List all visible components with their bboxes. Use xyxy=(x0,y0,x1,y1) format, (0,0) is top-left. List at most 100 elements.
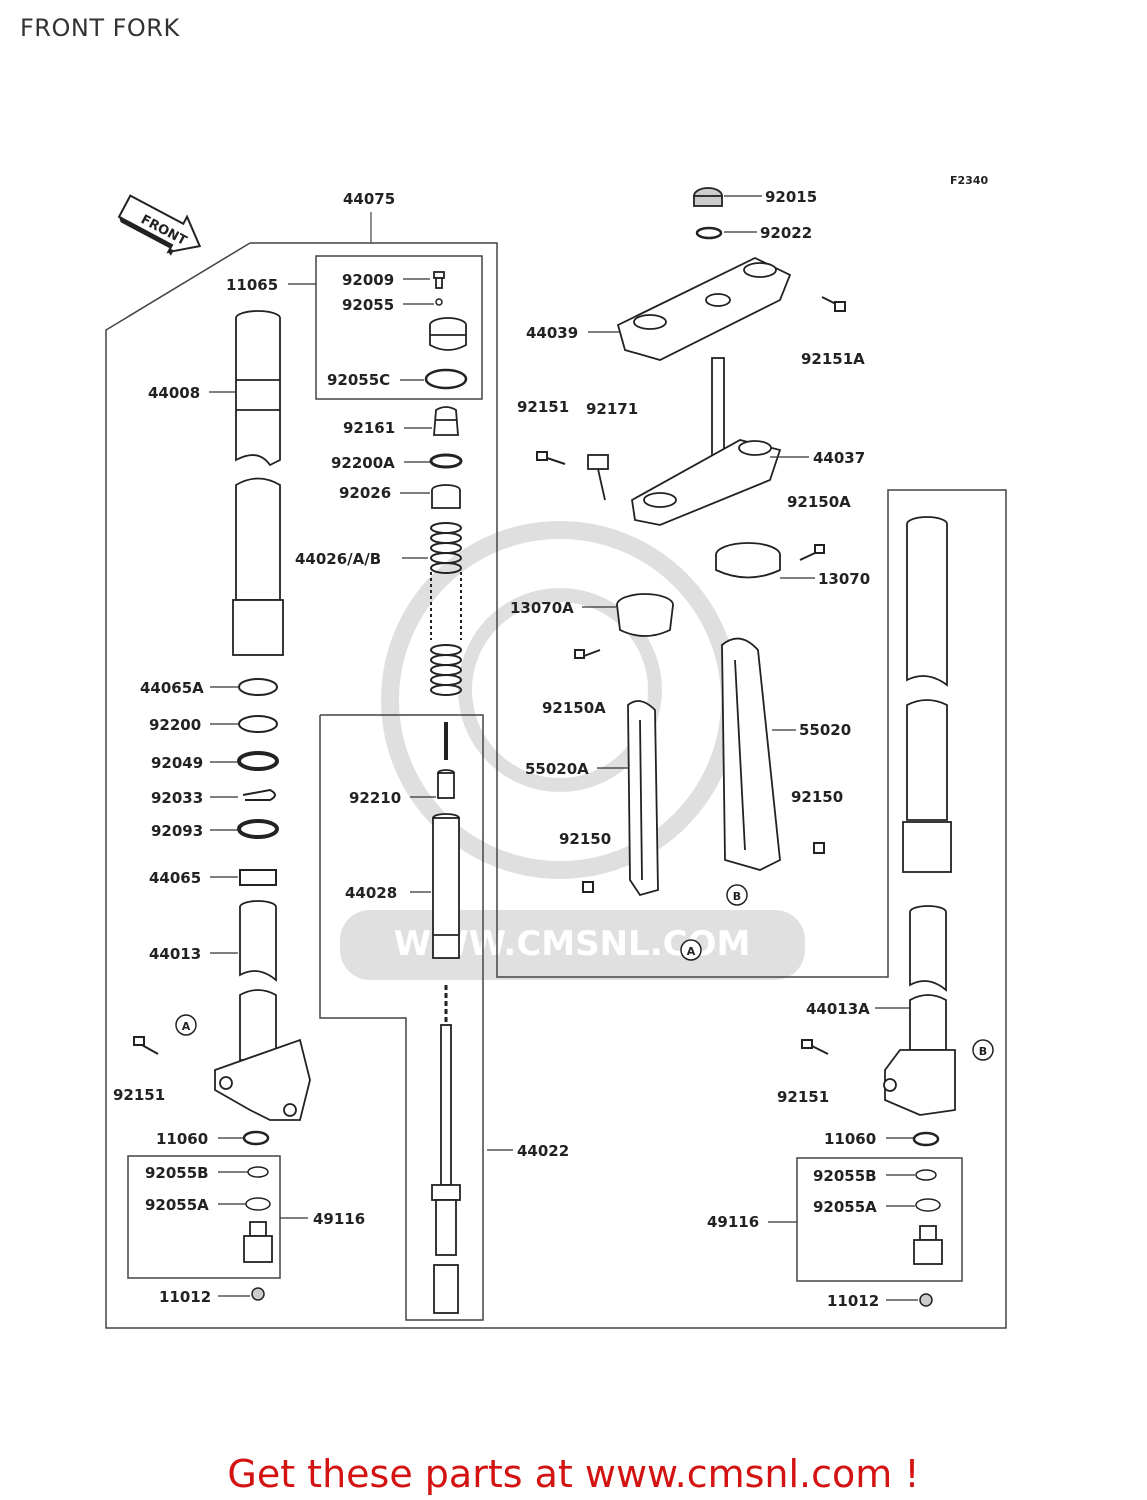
label-44065: 44065 xyxy=(149,869,201,887)
clamp-92171 xyxy=(587,454,609,501)
fork-spring-44026 xyxy=(430,522,462,696)
inner-tube-left xyxy=(214,900,311,1121)
footer-link[interactable]: Get these parts at www.cmsnl.com ! xyxy=(0,1452,1147,1496)
label-44028: 44028 xyxy=(345,884,397,902)
spring-seat-92161 xyxy=(433,406,459,436)
label-92093: 92093 xyxy=(151,822,203,840)
outer-tube-left xyxy=(232,310,284,656)
svg-text:B: B xyxy=(979,1045,987,1058)
label-44037: 44037 xyxy=(813,449,865,467)
nut-11012-right xyxy=(919,1293,933,1307)
label-92151A: 92151A xyxy=(801,350,865,368)
leader-lines xyxy=(209,195,918,1301)
bolt-92151A xyxy=(821,296,846,312)
oring-11060-right xyxy=(912,1131,940,1147)
inner-tube-right xyxy=(883,905,956,1116)
oring-92055C xyxy=(424,368,468,390)
collar-92210 xyxy=(437,769,455,799)
label-13070A: 13070A xyxy=(510,599,574,617)
label-92210: 92210 xyxy=(349,789,401,807)
cap-bolt-92009 xyxy=(433,271,445,289)
callout-A-guard: A xyxy=(680,939,702,961)
seal-stack-left xyxy=(237,678,279,886)
left-assembly-outline xyxy=(105,242,1007,1329)
valve-49116-left xyxy=(243,1221,273,1263)
label-92150-mid: 92150 xyxy=(559,830,611,848)
right-valve-box xyxy=(796,1157,963,1282)
bolt-92150A-bottom xyxy=(574,649,601,659)
oring-92055B-right xyxy=(915,1169,937,1181)
label-11012-right: 11012 xyxy=(827,1292,879,1310)
label-92055A-left: 92055A xyxy=(145,1196,209,1214)
label-92055C: 92055C xyxy=(327,371,390,389)
label-55020: 55020 xyxy=(799,721,851,739)
bolt-92151-top xyxy=(536,451,566,465)
steering-stem-44037 xyxy=(631,357,782,526)
ring-92200A xyxy=(429,453,463,469)
cartridge-box xyxy=(319,714,484,1321)
label-92033: 92033 xyxy=(151,789,203,807)
label-44065A: 44065A xyxy=(140,679,204,697)
bolt-92151-left xyxy=(133,1036,159,1055)
label-92151-right: 92151 xyxy=(777,1088,829,1106)
label-92055: 92055 xyxy=(342,296,394,314)
nut-92015 xyxy=(693,187,723,207)
label-49116-right: 49116 xyxy=(707,1213,759,1231)
valve-49116-right xyxy=(913,1225,943,1265)
cap-subassembly-box xyxy=(315,255,483,400)
damper-rod-44022 xyxy=(431,1024,461,1314)
label-92049: 92049 xyxy=(151,754,203,772)
svg-text:B: B xyxy=(733,890,741,903)
label-92009: 92009 xyxy=(342,271,394,289)
clamp-13070 xyxy=(715,542,781,579)
callout-A-left: A xyxy=(175,1014,197,1036)
washer-92022 xyxy=(695,226,723,240)
label-44013: 44013 xyxy=(149,945,201,963)
label-44075: 44075 xyxy=(343,190,395,208)
oring-92055A-left xyxy=(245,1197,271,1211)
label-92151-top: 92151 xyxy=(517,398,569,416)
left-valve-box xyxy=(127,1155,281,1279)
fork-guard-55020 xyxy=(721,637,781,871)
label-92055B-left: 92055B xyxy=(145,1164,209,1182)
label-92150-right: 92150 xyxy=(791,788,843,806)
label-11012-left: 11012 xyxy=(159,1288,211,1306)
label-92150A-bottom: 92150A xyxy=(542,699,606,717)
label-92015: 92015 xyxy=(765,188,817,206)
label-44039: 44039 xyxy=(526,324,578,342)
figure-code: F2340 xyxy=(950,174,988,187)
bolt-92150-mid xyxy=(582,881,594,893)
footer-link-text[interactable]: Get these parts at www.cmsnl.com ! xyxy=(227,1452,920,1496)
bolt-92150-right xyxy=(813,842,825,854)
top-clamp-44039 xyxy=(616,256,792,361)
label-92150A-top: 92150A xyxy=(787,493,851,511)
clamp-13070A xyxy=(616,593,674,637)
callout-B-guard: B xyxy=(726,884,748,906)
bolt-92150A-top xyxy=(799,544,825,561)
label-92055A-right: 92055A xyxy=(813,1198,877,1216)
label-11060-right: 11060 xyxy=(824,1130,876,1148)
oring-11060-left xyxy=(242,1130,270,1146)
label-92200: 92200 xyxy=(149,716,201,734)
oring-92055 xyxy=(435,298,443,306)
label-44013A: 44013A xyxy=(806,1000,870,1018)
label-11065: 11065 xyxy=(226,276,278,294)
callout-B-right: B xyxy=(972,1039,994,1061)
oring-92055A-right xyxy=(915,1198,941,1212)
cylinder-44028 xyxy=(432,813,460,959)
label-92171: 92171 xyxy=(586,400,638,418)
label-92055B-right: 92055B xyxy=(813,1167,877,1185)
front-arrow-icon xyxy=(117,194,202,256)
fork-guard-55020A xyxy=(627,700,659,897)
label-44022: 44022 xyxy=(517,1142,569,1160)
svg-text:A: A xyxy=(687,945,696,958)
page-title: FRONT FORK xyxy=(20,14,180,42)
label-44008: 44008 xyxy=(148,384,200,402)
fork-cap xyxy=(429,317,467,351)
label-92022: 92022 xyxy=(760,224,812,242)
label-92200A: 92200A xyxy=(331,454,395,472)
label-49116-left: 49116 xyxy=(313,1210,365,1228)
label-92026: 92026 xyxy=(339,484,391,502)
label-11060-left: 11060 xyxy=(156,1130,208,1148)
